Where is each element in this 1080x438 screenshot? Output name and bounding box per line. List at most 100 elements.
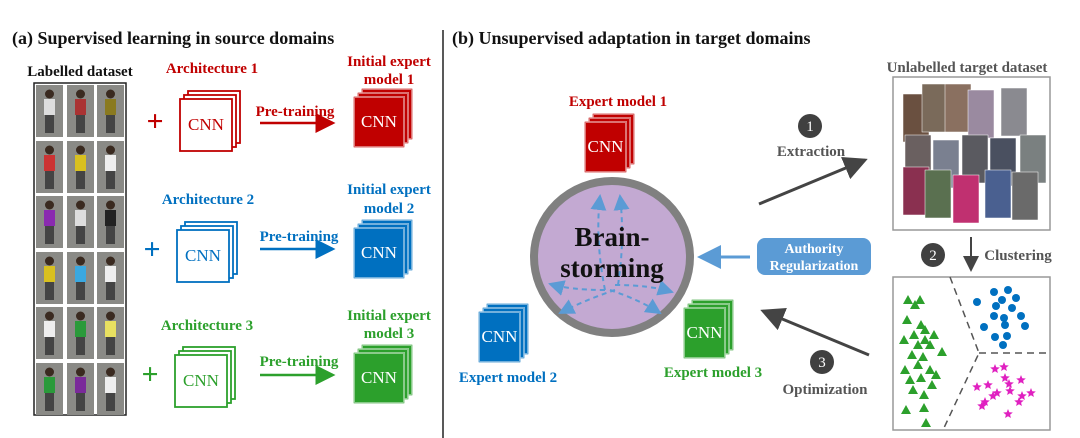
person-shirt: [75, 99, 86, 115]
person-image: [97, 85, 124, 137]
triangle-point: [903, 295, 913, 304]
brainstorm-dashed-arrows: [548, 194, 674, 315]
cnn-label: CNN: [361, 112, 397, 131]
initial-model-1-cnn: CNN: [353, 88, 413, 148]
architecture-3-cnn: CNN: [174, 346, 236, 408]
person-head: [45, 89, 54, 99]
initial-model-2-line2: model 2: [364, 201, 414, 217]
labelled-dataset-label: Labelled dataset: [27, 64, 132, 80]
person-shirt: [44, 321, 55, 337]
expert-model-2-cnn: CNN: [478, 303, 529, 363]
person-shirt: [75, 321, 86, 337]
cnn-layer: [584, 121, 627, 173]
person-image: [97, 141, 124, 193]
circle-point: [1021, 322, 1029, 330]
person-image: [97, 307, 124, 359]
person-legs: [76, 226, 85, 244]
person-head: [76, 145, 85, 155]
person-head: [76, 311, 85, 321]
person-legs: [106, 337, 115, 355]
architecture-2-cnn: CNN: [176, 221, 238, 283]
circle-point: [992, 302, 1000, 310]
triangle-point: [937, 347, 947, 356]
pretraining-2-label: Pre-training: [260, 229, 339, 245]
person-shirt: [44, 155, 55, 171]
person-legs: [106, 171, 115, 189]
star-point: [990, 364, 1000, 373]
triangle-point: [919, 390, 929, 399]
triangle-point: [927, 380, 937, 389]
cluster-points: [899, 286, 1036, 427]
triangle-point: [913, 340, 923, 349]
target-person-image: [921, 83, 949, 133]
person-head: [76, 256, 85, 266]
person-image: [67, 85, 94, 137]
labelled-dataset-images: [36, 85, 124, 415]
circle-point: [980, 323, 988, 331]
person-legs: [45, 226, 54, 244]
triangle-point: [902, 315, 912, 324]
initial-model-1-line2: model 1: [364, 72, 414, 88]
plus-icon: +: [146, 105, 163, 138]
person-image: [36, 196, 63, 248]
triangle-point: [918, 352, 928, 361]
triangle-point: [931, 370, 941, 379]
cluster-boundaries: [942, 276, 1049, 431]
cnn-label: CNN: [687, 323, 723, 342]
person-head: [76, 89, 85, 99]
person-head: [106, 89, 115, 99]
initial-model-3-line2: model 3: [364, 326, 414, 342]
architecture-1-label: Architecture 1: [166, 61, 258, 77]
cnn-label: CNN: [482, 327, 518, 346]
star-point: [999, 362, 1009, 371]
star-point: [992, 388, 1002, 397]
person-legs: [76, 282, 85, 300]
person-shirt: [44, 210, 55, 226]
initial-model-1-line1: Initial expert: [347, 54, 431, 70]
step-3-number: 3: [818, 355, 826, 371]
architecture-2-label: Architecture 2: [162, 192, 254, 208]
cnn-label: CNN: [588, 137, 624, 156]
pretraining-1-label: Pre-training: [256, 104, 335, 120]
person-shirt: [75, 210, 86, 226]
person-head: [106, 311, 115, 321]
star-point: [1017, 391, 1027, 400]
person-image: [97, 252, 124, 304]
person-legs: [45, 171, 54, 189]
star-point: [1014, 397, 1024, 406]
cnn-layer: [174, 354, 228, 408]
circle-point: [999, 341, 1007, 349]
triangle-point: [915, 295, 925, 304]
circle-point: [991, 333, 999, 341]
step-1-label: Extraction: [777, 144, 846, 160]
cnn-label: CNN: [183, 371, 219, 390]
person-head: [106, 367, 115, 377]
person-head: [76, 367, 85, 377]
person-head: [45, 256, 54, 266]
person-image: [67, 252, 94, 304]
person-legs: [76, 171, 85, 189]
star-point: [983, 380, 993, 389]
triangle-point: [900, 365, 910, 374]
person-image: [36, 363, 63, 415]
triangle-point: [921, 418, 931, 427]
person-shirt: [44, 377, 55, 393]
person-shirt: [105, 210, 116, 226]
star-point: [1026, 388, 1036, 397]
person-head: [76, 200, 85, 210]
person-legs: [76, 115, 85, 133]
triangle-point: [901, 405, 911, 414]
initial-model-3-cnn: CNN: [353, 344, 413, 404]
target-person-image: [984, 169, 1012, 219]
person-legs: [45, 282, 54, 300]
brainstorming-line1: Brain-: [574, 222, 649, 252]
circle-point: [1017, 312, 1025, 320]
person-legs: [106, 393, 115, 411]
circle-point: [1004, 286, 1012, 294]
plus-icon: +: [143, 233, 160, 266]
triangle-point: [920, 335, 930, 344]
circle-point: [973, 298, 981, 306]
person-shirt: [105, 155, 116, 171]
triangle-point: [916, 320, 926, 329]
